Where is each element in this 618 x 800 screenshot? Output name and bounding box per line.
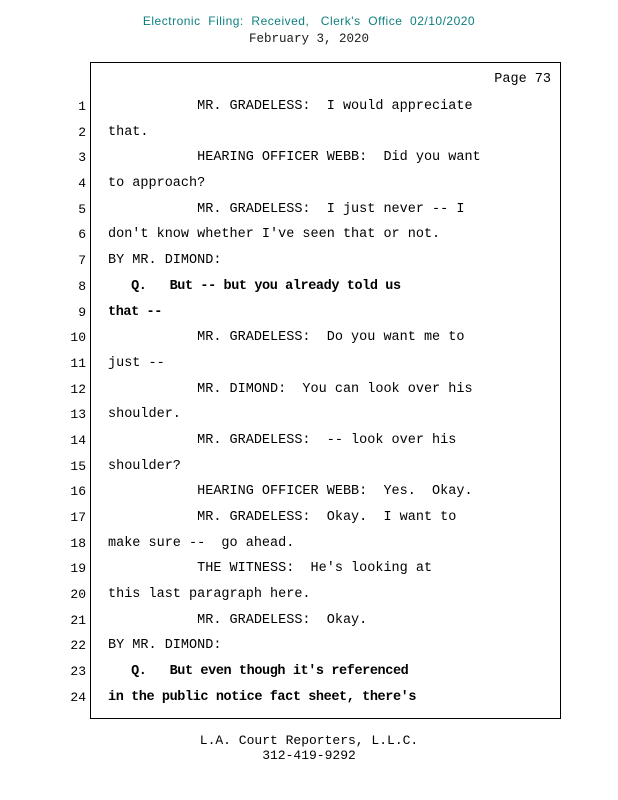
line-text: THE WITNESS: He's looking at [108, 561, 433, 577]
transcript-line: 10 MR. GRADELESS: Do you want me to [60, 325, 610, 351]
transcript-line: 17 MR. GRADELESS: Okay. I want to [60, 505, 610, 531]
line-number: 3 [78, 150, 86, 166]
line-text: that -- [108, 304, 162, 320]
transcript-line: 6 don't know whether I've seen that or n… [60, 222, 610, 248]
line-text: make sure -- go ahead. [108, 535, 295, 551]
line-text: don't know whether I've seen that or not… [108, 227, 441, 243]
line-text: Q. But even though it's referenced [108, 664, 409, 680]
transcript-line: 23 Q. But even though it's referenced [60, 659, 610, 685]
line-number: 21 [70, 612, 86, 628]
transcript-line: 8 Q. But -- but you already told us [60, 274, 610, 300]
line-number: 8 [78, 278, 86, 294]
line-number: 9 [78, 304, 86, 320]
line-number: 12 [70, 381, 86, 397]
line-number: 16 [70, 484, 86, 500]
line-number: 19 [70, 561, 86, 577]
line-text: shoulder? [108, 458, 181, 474]
line-text: MR. GRADELESS: Do you want me to [108, 330, 465, 346]
line-text: this last paragraph here. [108, 587, 311, 603]
line-text: in the public notice fact sheet, there's [108, 689, 417, 705]
line-number: 11 [70, 355, 86, 371]
transcript-line: 22 BY MR. DIMOND: [60, 633, 610, 659]
line-number: 15 [70, 458, 86, 474]
line-number: 5 [78, 201, 86, 217]
transcript-line: 15 shoulder? [60, 454, 610, 480]
line-number: 20 [70, 587, 86, 603]
transcript-line: 9 that -- [60, 300, 610, 326]
transcript-line: 1 MR. GRADELESS: I would appreciate [60, 94, 610, 120]
transcript-line: 21 MR. GRADELESS: Okay. [60, 608, 610, 634]
line-number: 2 [78, 124, 86, 140]
line-number: 22 [70, 638, 86, 654]
transcript-date: February 3, 2020 [248, 32, 370, 46]
line-text: to approach? [108, 176, 206, 192]
transcript-page-border: Page 73 [90, 62, 561, 719]
line-number: 7 [78, 253, 86, 269]
document-header: Electronic Filing: Received, Clerk's Off… [0, 14, 618, 46]
transcript-line: 24 in the public notice fact sheet, ther… [60, 685, 610, 711]
line-number: 10 [70, 330, 86, 346]
line-text: that. [108, 124, 149, 140]
transcript-line: 11 just -- [60, 351, 610, 377]
transcript-line: 12 MR. DIMOND: You can look over his [60, 377, 610, 403]
reporter-footer: L.A. Court Reporters, L.L.C. 312-419-929… [0, 733, 618, 763]
transcript-line: 4 to approach? [60, 171, 610, 197]
line-text: MR. GRADELESS: I just never -- I [108, 201, 465, 217]
line-number: 4 [78, 176, 86, 192]
line-text: Q. But -- but you already told us [108, 278, 401, 294]
page-number: Page 73 [494, 72, 551, 87]
line-text: MR. GRADELESS: -- look over his [108, 432, 457, 448]
line-text: MR. GRADELESS: Okay. [108, 612, 368, 628]
line-number: 14 [70, 432, 86, 448]
line-number: 6 [78, 227, 86, 243]
transcript-line: 2 that. [60, 120, 610, 146]
line-number: 18 [70, 535, 86, 551]
line-text: HEARING OFFICER WEBB: Did you want [108, 150, 481, 166]
line-text: shoulder. [108, 407, 181, 423]
line-text: BY MR. DIMOND: [108, 638, 222, 654]
reporter-phone: 312-419-9292 [262, 748, 356, 763]
transcript-line: 16 HEARING OFFICER WEBB: Yes. Okay. [60, 479, 610, 505]
transcript-body: 1 MR. GRADELESS: I would appreciate 2 th… [60, 94, 610, 711]
line-text: HEARING OFFICER WEBB: Yes. Okay. [108, 484, 473, 500]
transcript-line: 14 MR. GRADELESS: -- look over his [60, 428, 610, 454]
line-text: MR. DIMOND: You can look over his [108, 381, 473, 397]
line-number: 24 [70, 689, 86, 705]
electronic-filing-stamp: Electronic Filing: Received, Clerk's Off… [142, 14, 476, 28]
line-number: 13 [70, 407, 86, 423]
transcript-line: 5 MR. GRADELESS: I just never -- I [60, 197, 610, 223]
transcript-line: 18 make sure -- go ahead. [60, 531, 610, 557]
line-number: 17 [70, 510, 86, 525]
line-number: 1 [78, 99, 86, 114]
line-text: just -- [108, 355, 165, 371]
line-text: BY MR. DIMOND: [108, 253, 222, 269]
transcript-line: 19 THE WITNESS: He's looking at [60, 556, 610, 582]
transcript-line: 13 shoulder. [60, 402, 610, 428]
line-text: MR. GRADELESS: Okay. I want to [108, 510, 457, 525]
line-text: MR. GRADELESS: I would appreciate [108, 99, 473, 114]
transcript-line: 20 this last paragraph here. [60, 582, 610, 608]
reporter-name: L.A. Court Reporters, L.L.C. [199, 733, 419, 748]
transcript-line: 7 BY MR. DIMOND: [60, 248, 610, 274]
transcript-line: 3 HEARING OFFICER WEBB: Did you want [60, 145, 610, 171]
line-number: 23 [70, 664, 86, 680]
